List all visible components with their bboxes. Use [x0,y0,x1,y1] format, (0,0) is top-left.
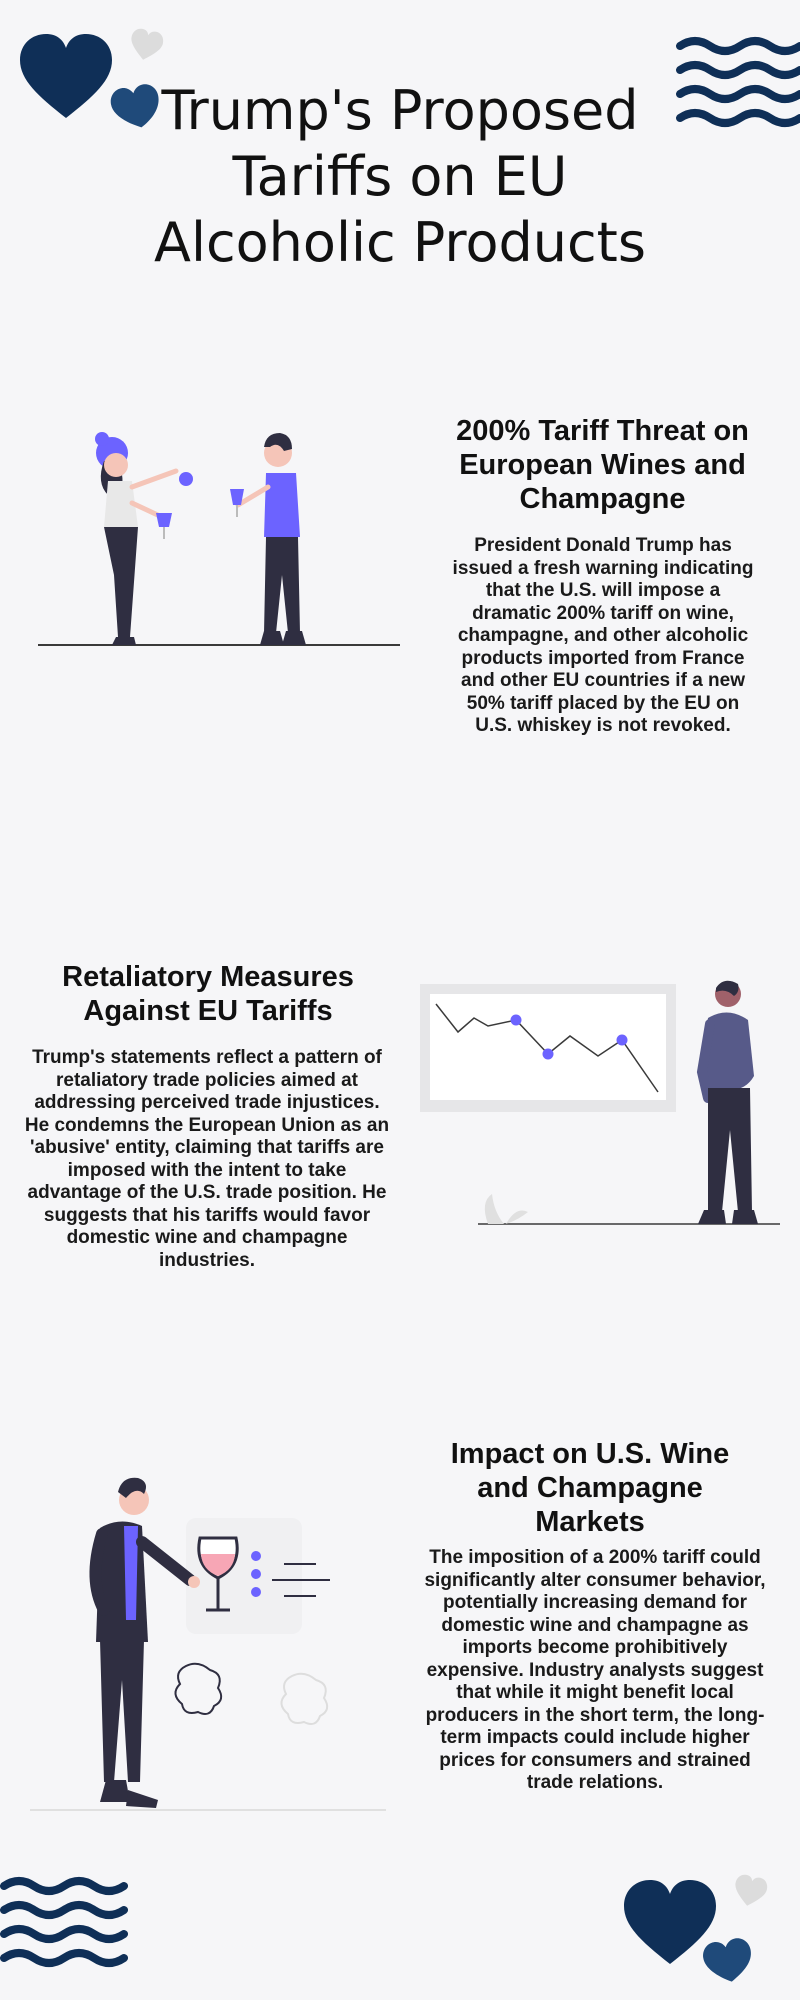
section-heading: Retaliatory Measures Against EU Tariffs [62,961,354,1027]
section-heading: 200% Tariff Threat on European Wines and… [456,415,749,515]
man-with-wine-glass-illustration [30,1477,386,1811]
section-body: President Donald Trump has issued a fres… [452,535,754,736]
section-body: Trump's statements reflect a pattern of … [24,1047,390,1271]
hearts-icon [624,1874,768,1982]
section-heading: Impact on U.S. Wine and Champagne Market… [450,1438,730,1538]
man-viewing-chart-illustration [420,980,780,1225]
people-toasting-illustration [38,432,400,646]
waves-icon [676,37,800,127]
page-title: Trump's Proposed Tariffs on EU Alcoholic… [154,79,646,274]
section-body: The imposition of a 200% tariff could si… [424,1547,766,1793]
waves-icon [0,1877,128,1967]
hearts-icon [20,28,164,128]
